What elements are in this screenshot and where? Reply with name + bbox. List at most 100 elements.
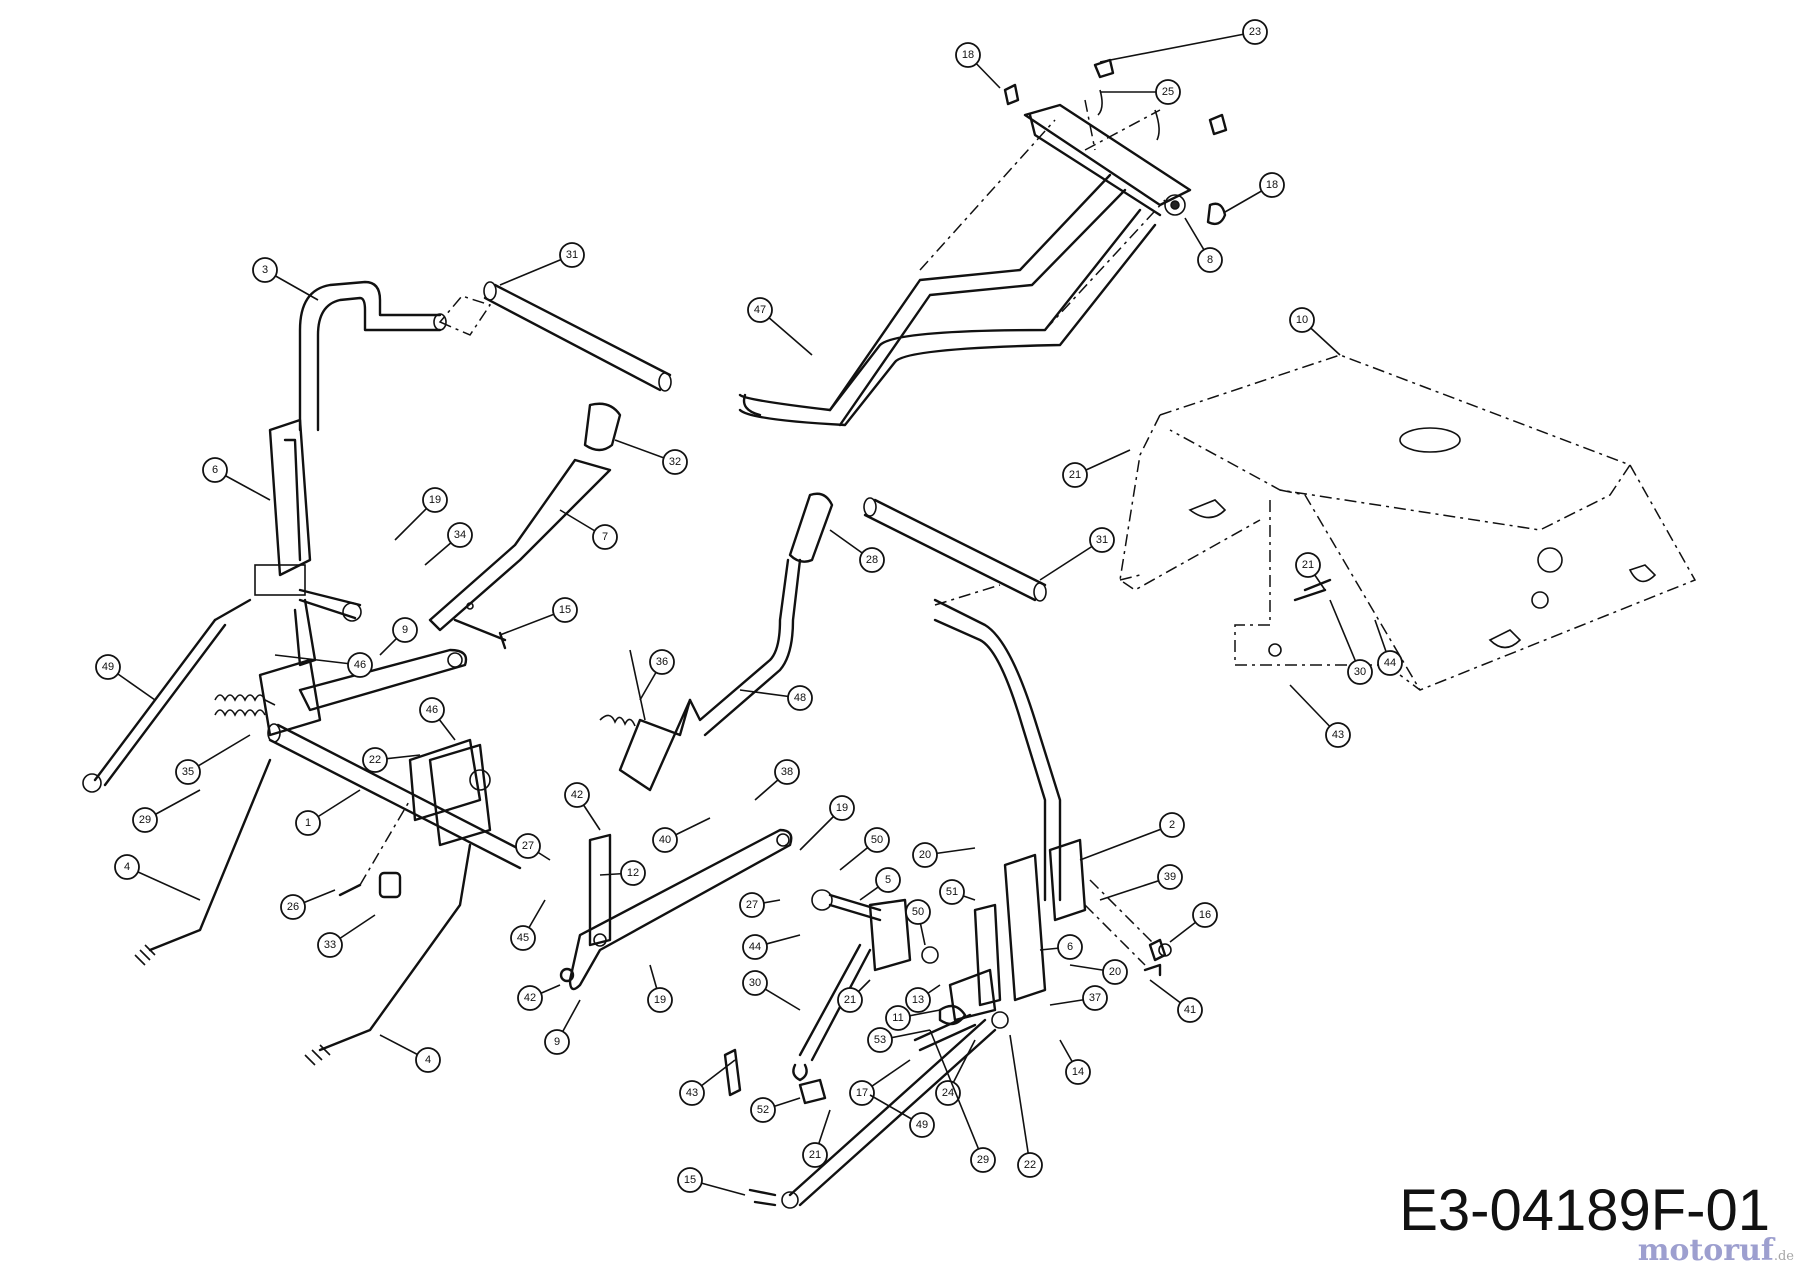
callout-label: 2 [1169,819,1175,831]
callout-leader [1099,31,1256,63]
watermark-text: motoruf [1637,1233,1774,1268]
callout-4: 4 [114,854,201,901]
callout-circle [132,807,158,833]
callout-circle [1062,462,1088,488]
callout-label: 32 [669,456,681,468]
part-bracket-left [254,418,362,667]
callout-circle [747,297,773,323]
callout-circle [1242,19,1268,45]
callout-leader [499,254,573,286]
part-lower-linkage [723,1011,1009,1209]
part-strut [792,943,872,1082]
callout-9: 9 [379,617,418,656]
callout-45: 45 [510,899,546,951]
callout-circle [1155,79,1181,105]
callout-label: 29 [977,1154,989,1166]
callout-38: 38 [754,759,800,801]
callout-label: 21 [844,994,856,1006]
callout-26: 26 [280,889,336,920]
callout-46: 46 [419,697,456,741]
part-rod-left [82,598,252,793]
callout-label: 21 [1069,469,1081,481]
callout-label: 18 [1266,179,1278,191]
callout-label: 53 [874,1034,886,1046]
callout-label: 7 [602,531,608,543]
callout-27: 27 [515,833,551,861]
callout-circle [280,894,306,920]
callout-label: 44 [749,941,761,953]
callout-label: 10 [1296,314,1308,326]
callout-label: 33 [324,939,336,951]
callout-label: 43 [1332,729,1344,741]
callout-circle [750,1097,776,1123]
callout-circle [864,827,890,853]
callout-circle [1065,1059,1091,1085]
part-seat-frame [738,119,1166,427]
callout-circle [1289,307,1315,333]
callout-20: 20 [912,842,976,868]
callout-37: 37 [1049,985,1108,1011]
callout-circle [662,449,688,475]
callout-label: 13 [912,994,924,1006]
part-handlebar-left [298,280,447,432]
callout-11: 11 [885,1005,941,1031]
callout-circle [1377,650,1403,676]
callout-14: 14 [1059,1039,1091,1085]
callout-circle [677,1167,703,1193]
part-grip-right [863,497,1047,602]
callout-42: 42 [517,984,561,1011]
callout-43: 43 [679,1059,736,1106]
callout-circle [939,879,965,905]
callout-circle [885,1005,911,1031]
callout-21: 21 [837,979,871,1013]
callout-label: 50 [871,834,883,846]
callout-label: 45 [517,932,529,944]
callout-35: 35 [175,734,251,785]
part-lever-plate [428,402,622,650]
callout-label: 35 [182,766,194,778]
callout-label: 51 [946,886,958,898]
callout-52: 52 [750,1097,801,1123]
callout-39: 39 [1099,864,1183,901]
callout-47: 47 [747,297,813,356]
callout-53: 53 [867,1027,931,1053]
callout-label: 4 [124,861,130,873]
callout-24: 24 [935,1039,976,1106]
callout-circle [1192,902,1218,928]
callout-19: 19 [394,487,448,541]
callout-22: 22 [1009,1034,1043,1178]
callout-circle [317,932,343,958]
callout-label: 37 [1089,992,1101,1004]
callout-circle [652,827,678,853]
callout-label: 30 [1354,666,1366,678]
callout-circle [95,654,121,680]
callout-label: 31 [566,249,578,261]
callout-circle [837,987,863,1013]
callout-circle [1197,247,1223,273]
callout-circle [1057,934,1083,960]
callout-label: 26 [287,901,299,913]
callout-circle [912,842,938,868]
callout-label: 23 [1249,26,1261,38]
callout-30: 30 [742,970,801,1011]
callout-circle [742,934,768,960]
callout-label: 9 [554,1036,560,1048]
callout-44: 44 [742,934,801,960]
callout-49: 49 [95,654,156,701]
callout-circle [422,487,448,513]
callout-32: 32 [614,439,688,475]
callout-label: 48 [794,692,806,704]
callout-circle [1295,552,1321,578]
callout-leader [1009,1034,1031,1166]
callout-44: 44 [1374,619,1403,676]
callout-label: 6 [1067,941,1073,953]
callout-13: 13 [905,984,941,1013]
callout-7: 7 [559,509,618,550]
part-deck-housing [1119,354,1697,691]
callout-label: 12 [627,867,639,879]
watermark-logo: motoruf.de [1638,1233,1794,1268]
callout-circle [859,547,885,573]
callout-leader [274,654,361,666]
